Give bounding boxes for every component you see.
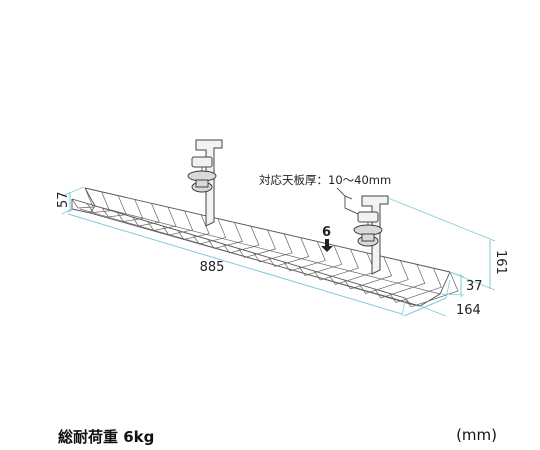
tray-wire-loop <box>86 191 111 213</box>
tray-wire-loop <box>313 248 359 281</box>
gap-indicator: 6 <box>321 225 333 252</box>
tray-wire-loop <box>298 245 343 276</box>
inner-height-label: 37 <box>466 279 483 294</box>
tray-wire-loop <box>132 203 160 227</box>
tray-wire-loop <box>404 271 459 308</box>
right-clamp <box>353 195 389 275</box>
tray-wire-loop <box>374 264 426 299</box>
left-height-label: 57 <box>56 191 71 208</box>
total-load-label: 総耐荷重 6kg <box>58 428 155 446</box>
table-thickness-annotation: 対応天板厚：10〜40mm <box>259 173 391 215</box>
total-height-label: 161 <box>493 250 508 275</box>
down-arrow-icon <box>321 239 333 252</box>
tray-wire-loop <box>71 187 94 209</box>
tray-wire-loop <box>359 260 409 294</box>
tray-wire-loop <box>283 241 326 272</box>
dimension-length: 885 <box>67 209 406 317</box>
tray-wire-loop <box>192 218 227 245</box>
tray-wire-loop <box>101 195 127 218</box>
tray-wire-loop <box>253 233 293 263</box>
dimension-depth: 164 <box>403 279 481 318</box>
tray-wire-loop <box>268 237 310 267</box>
tray-wire-loop <box>223 226 260 254</box>
tray-wire-loop <box>177 214 210 240</box>
tray-wire-loop <box>162 210 194 236</box>
gap-label: 6 <box>322 225 331 240</box>
tray-wire-loop <box>344 256 393 290</box>
dimension-inner-height: 37 <box>439 271 483 297</box>
dimension-left-height: 57 <box>56 186 85 215</box>
tray-wire-loop <box>389 268 442 303</box>
tray-wire-loop <box>238 229 276 258</box>
tray-wire-loop <box>147 206 177 231</box>
depth-label: 164 <box>456 303 481 318</box>
tray-wire-loop <box>207 222 243 249</box>
tray-wire-loop <box>117 199 144 222</box>
length-label: 885 <box>200 260 225 275</box>
table-thickness-label: 対応天板厚：10〜40mm <box>259 173 391 187</box>
unit-label: (mm) <box>456 426 497 444</box>
tray-wire-loop <box>329 252 376 285</box>
left-clamp <box>187 139 223 227</box>
wire-tray <box>71 187 459 308</box>
